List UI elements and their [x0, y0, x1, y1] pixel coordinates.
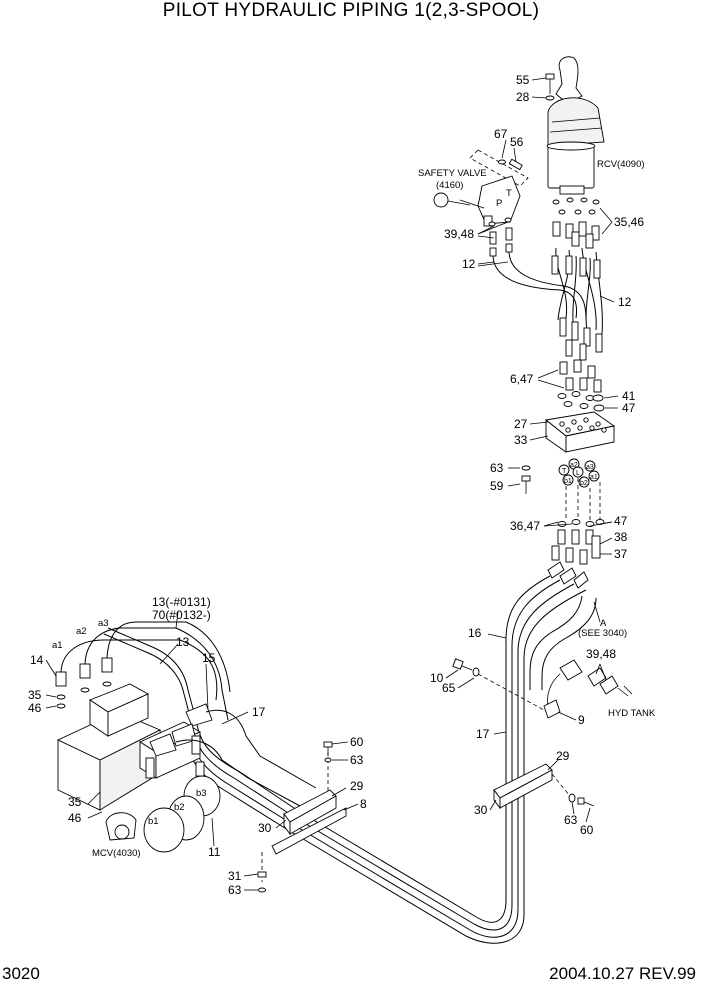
callout-35-b: 35: [68, 795, 82, 809]
callout-12-right: 12: [618, 295, 632, 309]
port-label: b1: [564, 478, 572, 485]
callout-30-a: 30: [258, 821, 272, 835]
see-a-label: A: [600, 618, 607, 629]
rcv-joystick: [545, 56, 605, 195]
callout-6-47: 6,47: [510, 372, 534, 386]
callout-8: 8: [360, 797, 367, 811]
callout-27: 27: [514, 417, 528, 431]
pilot-hoses-upper: [492, 247, 603, 361]
callout-65: 65: [442, 681, 456, 695]
revision-date: 2004.10.27 REV.99: [549, 964, 696, 983]
callout-35-a: 35: [28, 688, 42, 702]
mcv-4030: [55, 657, 221, 853]
port-label: a2: [570, 462, 578, 469]
port-label: a3: [98, 618, 109, 629]
see-ref-label: (SEE 3040): [578, 628, 627, 639]
hyd-tank-label: HYD TANK: [608, 708, 656, 719]
port-label: b2: [580, 480, 588, 487]
page-number: 3020: [2, 964, 40, 983]
component-labels: RCV(4090) SAFETY VALVE (4160) P T MCV(40…: [92, 159, 656, 859]
callout-10: 10: [430, 671, 444, 685]
callout-36-47: 36,47: [510, 519, 540, 533]
port-label: a3: [586, 464, 594, 471]
rcv-port-fittings: [552, 197, 600, 249]
callout-13-b: 13: [176, 635, 190, 649]
callout-63-mid: 63: [490, 461, 504, 475]
safety-valve-fittings: [488, 217, 513, 257]
callout-55: 55: [516, 73, 530, 87]
callout-37: 37: [614, 547, 628, 561]
clamp-left: [257, 741, 347, 893]
callout-39-48-right: 39,48: [586, 647, 616, 661]
lower-fittings: [547, 519, 605, 589]
callout-67: 67: [494, 127, 508, 141]
block-port-labels: a2 a3 T L a1 b1 b2: [558, 458, 601, 520]
sv-port-t: T: [506, 188, 512, 199]
bracket-56-67: [469, 149, 529, 187]
callout-30-b: 30: [474, 803, 488, 817]
bolt-59: [521, 465, 531, 494]
mcv-port-labels: a1 a2 a3 b1 b2 b3: [52, 618, 207, 827]
callout-39-48-top: 39,48: [444, 227, 474, 241]
callout-59: 59: [490, 479, 504, 493]
callout-60-a: 60: [350, 735, 364, 749]
rcv-label: RCV(4090): [597, 159, 645, 170]
callout-11: 11: [208, 845, 221, 859]
safety-valve: [433, 175, 521, 227]
callout-15: 15: [202, 651, 216, 665]
callout-41: 41: [622, 389, 636, 403]
port-label: a2: [76, 626, 87, 637]
callout-60-b: 60: [580, 823, 594, 837]
tank-fittings: [543, 659, 633, 719]
sv-port-p: P: [496, 198, 502, 209]
callout-13-a: 13(-#0131): [152, 595, 211, 609]
callout-70: 70(#0132-): [152, 608, 211, 622]
callout-16: 16: [468, 626, 482, 640]
callout-46-a: 46: [28, 701, 42, 715]
terminal-block: [544, 411, 616, 453]
callout-29-a: 29: [350, 779, 364, 793]
mcv-hoses: [60, 621, 317, 807]
callout-9: 9: [578, 713, 585, 727]
port-label: L: [576, 470, 580, 477]
callout-38: 38: [614, 530, 628, 544]
callout-63-b: 63: [350, 753, 364, 767]
port-label: a1: [52, 640, 63, 651]
callout-33: 33: [514, 433, 528, 447]
callout-29-b: 29: [556, 749, 570, 763]
safety-valve-label: SAFETY VALVE: [418, 168, 487, 179]
page-title: PILOT HYDRAULIC PIPING 1(2,3-SPOOL): [162, 0, 540, 21]
callout-35-46: 35,46: [614, 215, 644, 229]
callout-46-b: 46: [68, 811, 82, 825]
leader-lines: [45, 77, 619, 891]
port-label: b2: [174, 802, 185, 813]
callout-63-c: 63: [564, 813, 578, 827]
callout-17-a: 17: [252, 705, 266, 719]
clamp-right: [493, 763, 595, 810]
port-label: b3: [196, 788, 207, 799]
callout-17-b: 17: [476, 727, 490, 741]
callout-28: 28: [516, 90, 530, 104]
port-label: T: [562, 468, 567, 475]
bolt-10: [452, 658, 545, 711]
mcv-label: MCV(4030): [92, 848, 141, 859]
callout-56: 56: [510, 135, 524, 149]
safety-valve-number: (4160): [436, 180, 463, 191]
terminal-fittings: [557, 359, 605, 412]
callout-12-left: 12: [462, 257, 476, 271]
callout-63-d: 63: [228, 883, 242, 897]
callout-47-b: 47: [614, 514, 628, 528]
port-label: b1: [148, 816, 159, 827]
port-label: a1: [590, 474, 598, 481]
callout-47-a: 47: [622, 401, 636, 415]
callout-14: 14: [30, 653, 44, 667]
callout-31: 31: [228, 869, 242, 883]
part-callouts: 55 28 67 56 35,46 39,48 12 12 6,47 41 47…: [28, 73, 644, 897]
